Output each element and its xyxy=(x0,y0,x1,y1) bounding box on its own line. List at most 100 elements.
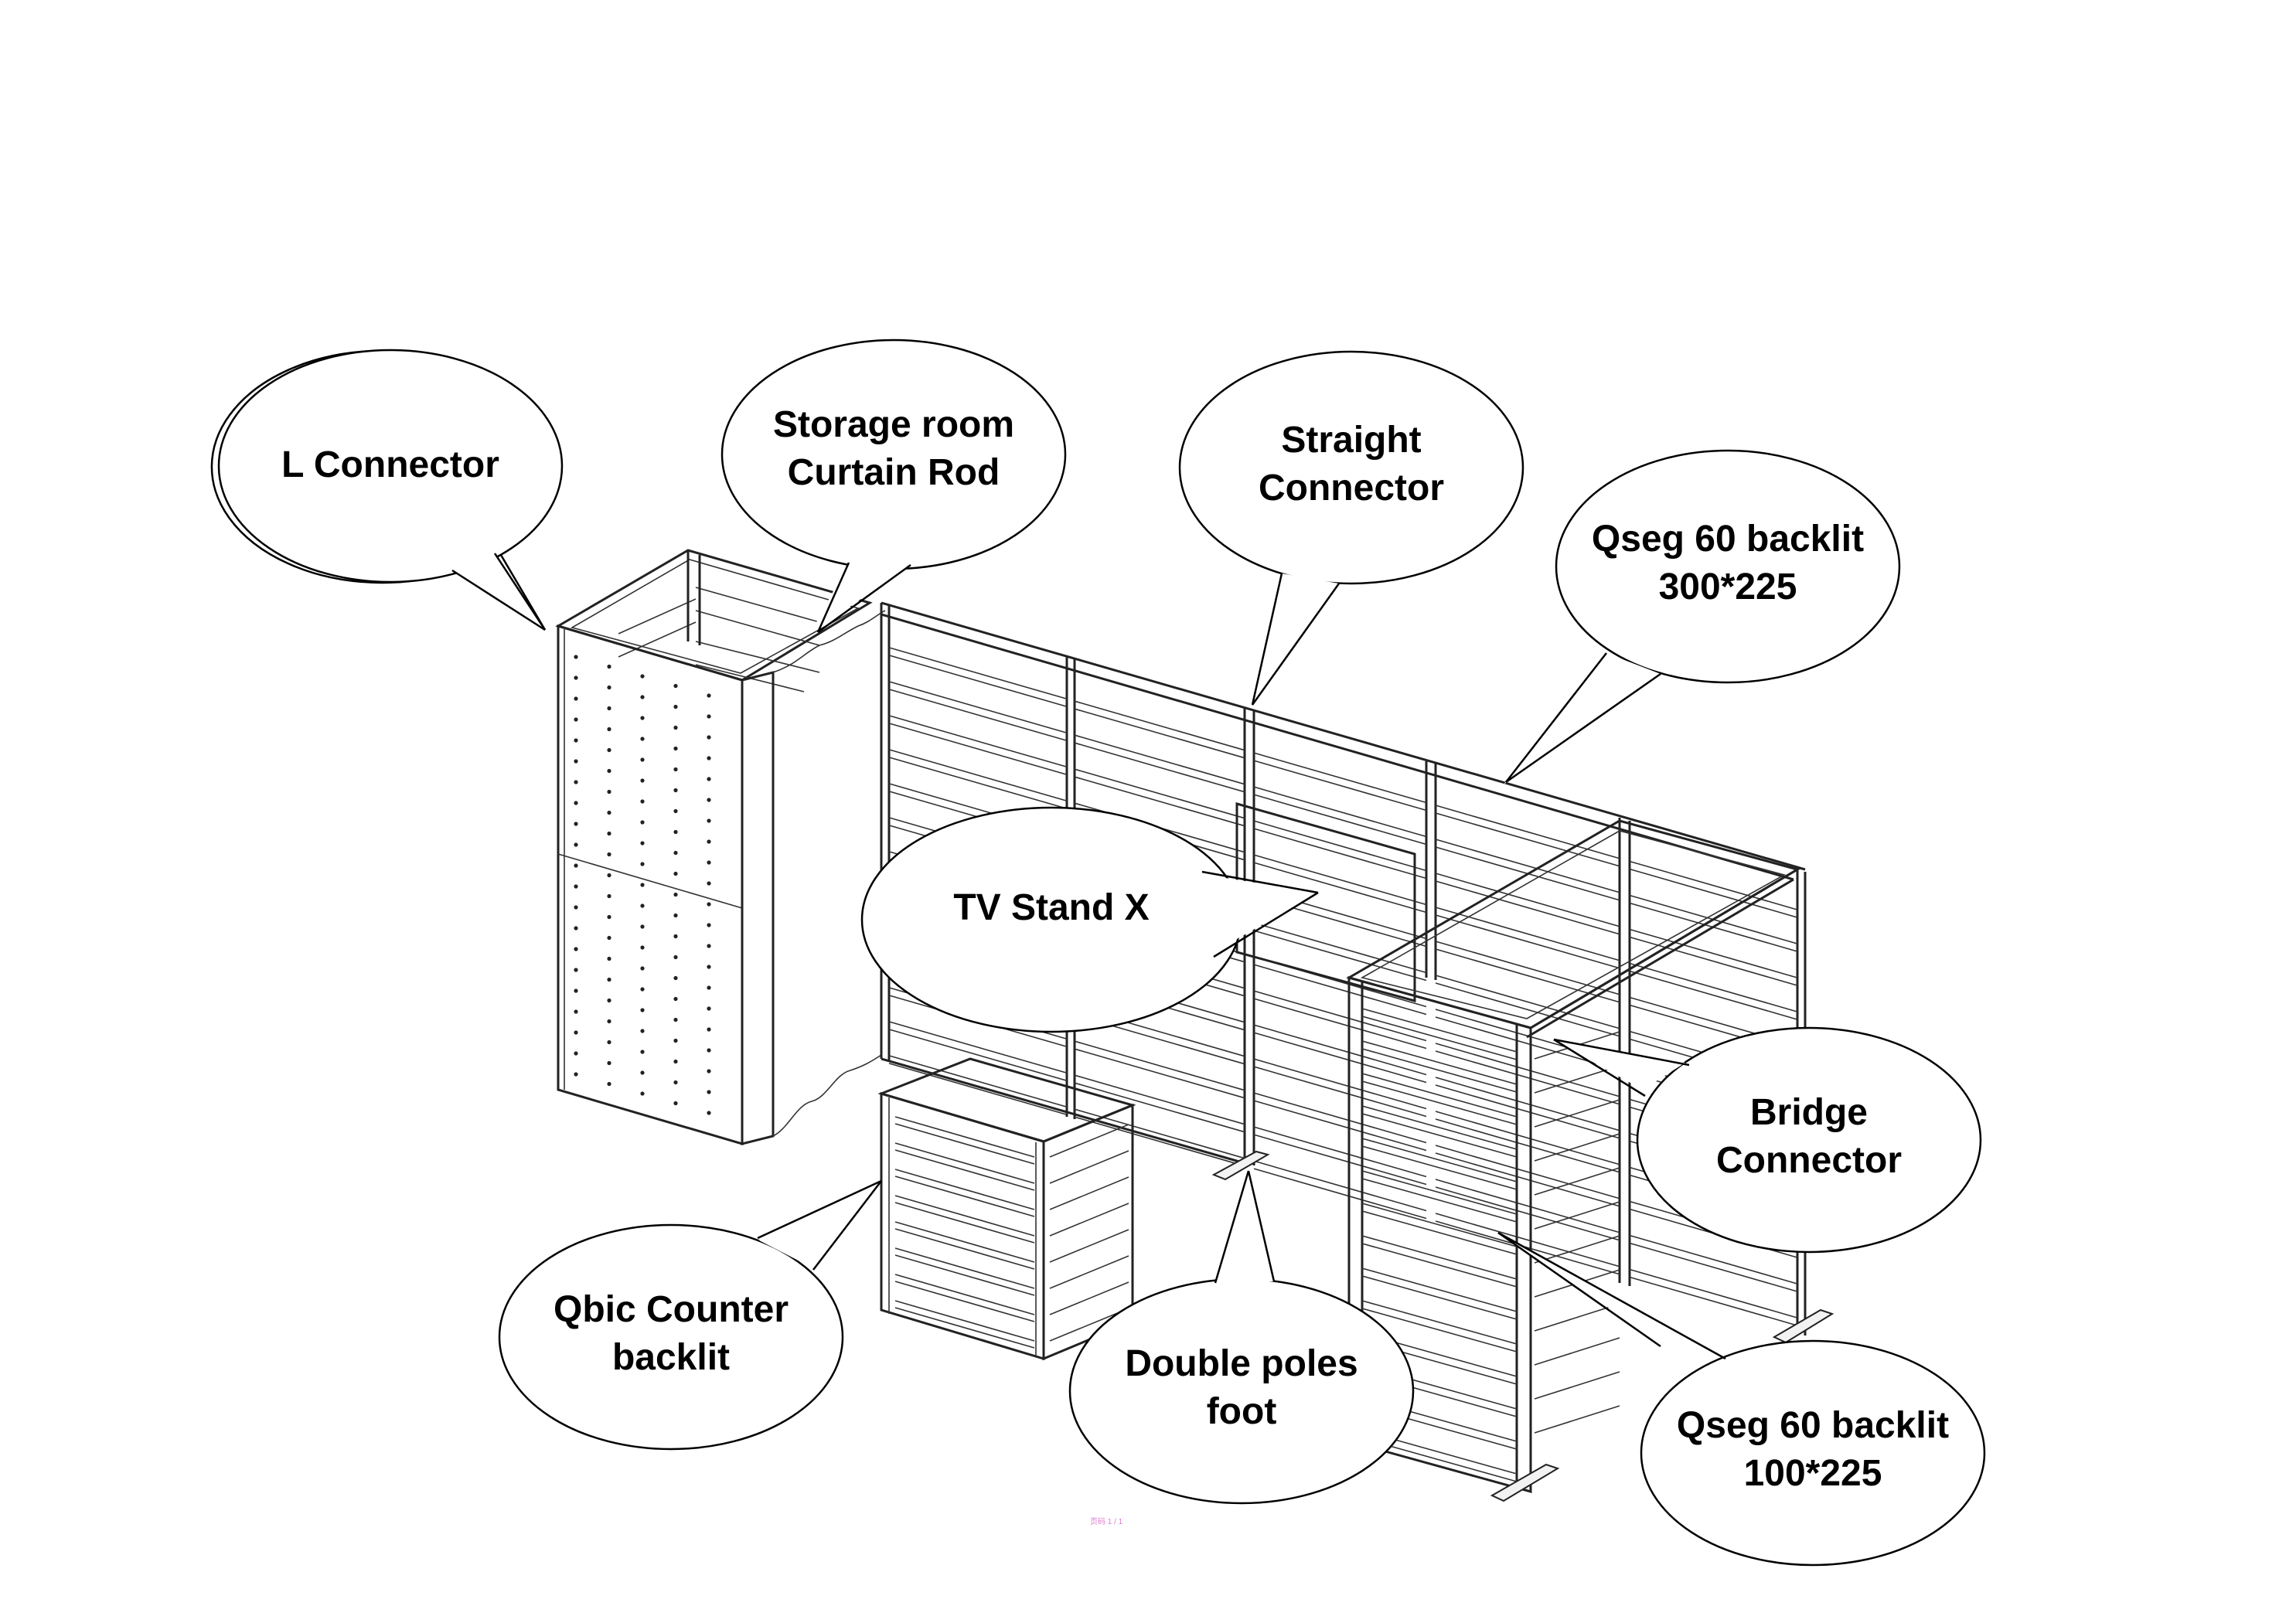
svg-text:Qbic Counter: Qbic Counter xyxy=(554,1289,789,1330)
perforation-dot xyxy=(607,914,611,920)
counter-side-slat xyxy=(1049,1176,1129,1210)
callout-text-double-line2: foot xyxy=(1207,1391,1277,1432)
counter-slat xyxy=(894,1281,1035,1322)
backwall-slat xyxy=(1435,975,1620,1029)
backwall-slat xyxy=(1074,1116,1245,1167)
svg-text:foot: foot xyxy=(1207,1391,1277,1432)
perforation-dot xyxy=(607,831,611,836)
page-mark: 页码 1 / 1 xyxy=(1090,1517,1123,1526)
backwall-slat xyxy=(888,1029,1068,1082)
front-slat xyxy=(1361,1040,1518,1085)
counter-slat xyxy=(894,1116,1035,1158)
backwall-slat xyxy=(1435,880,1620,935)
backwall-slat xyxy=(1253,1100,1427,1152)
backwall-slat xyxy=(1253,1126,1427,1178)
front-slat xyxy=(1361,1008,1518,1053)
backwall-slat xyxy=(1435,839,1620,893)
svg-text:Curtain Rod: Curtain Rod xyxy=(788,452,1000,493)
svg-text:Connector: Connector xyxy=(1716,1140,1902,1181)
svg-text:Qseg 60 backlit: Qseg 60 backlit xyxy=(1592,519,1864,560)
counter-side-slat xyxy=(1049,1150,1129,1184)
backwall-slat xyxy=(1435,982,1620,1037)
counter-slat xyxy=(894,1247,1035,1289)
backwall-slat xyxy=(1435,873,1620,927)
callout-text-storage-line1: Storage room xyxy=(773,404,1014,445)
backwall-slat xyxy=(1074,1082,1245,1133)
backwall-slat xyxy=(1074,1048,1245,1099)
perforation-dot xyxy=(640,966,645,971)
perforation-dot xyxy=(707,839,711,844)
backwall-slat xyxy=(888,655,1068,708)
counter-slat xyxy=(894,1176,1035,1217)
front-slat xyxy=(1361,1016,1518,1060)
backwall-slat xyxy=(888,723,1068,776)
perforation-dot xyxy=(707,944,711,948)
perforation-dot xyxy=(607,1019,611,1024)
storage-room-side-panel xyxy=(741,671,775,1145)
backwall-slat xyxy=(1074,700,1245,751)
perforation-dot xyxy=(673,1080,678,1085)
double-poles-foot-shape xyxy=(1211,1150,1270,1181)
perforation-dot xyxy=(640,987,645,992)
backwall-slat xyxy=(1435,914,1620,969)
perforation-dot xyxy=(607,998,611,1003)
backwall-slat xyxy=(1253,998,1427,1050)
perforation-dot xyxy=(607,893,611,899)
backwall-slat xyxy=(1435,1118,1620,1173)
perforation-dot xyxy=(673,725,678,730)
front-slat xyxy=(1361,1138,1518,1182)
perforation-dot xyxy=(707,1027,711,1032)
backwall-slat xyxy=(1253,964,1427,1016)
backwall-slat xyxy=(1435,1220,1620,1275)
callout-tv-stand-x: TV Stand X xyxy=(860,806,1319,1033)
callout-text-qseg100-line2: 100*225 xyxy=(1744,1453,1882,1494)
backwall-slat xyxy=(1435,1043,1620,1097)
perforation-dot xyxy=(673,913,678,918)
perforation-dot xyxy=(707,818,711,823)
svg-text:Qseg 60 backlit: Qseg 60 backlit xyxy=(1677,1405,1949,1446)
callout-text-double-line1: Double poles xyxy=(1125,1343,1358,1384)
perforation-dot xyxy=(640,674,645,679)
perforation-dot xyxy=(640,1008,645,1012)
backwall-slat xyxy=(1074,768,1245,819)
perforation-dot xyxy=(574,1030,578,1035)
backwall-slat xyxy=(1074,734,1245,785)
perforation-dots xyxy=(574,655,711,1115)
perforation-dot xyxy=(607,768,611,774)
counter-slat xyxy=(894,1142,1035,1184)
callout-qbic-counter: Qbic Counter backlit xyxy=(498,1179,882,1451)
curtain xyxy=(772,610,886,673)
front-foot xyxy=(1490,1463,1560,1502)
perforation-dot xyxy=(607,726,611,732)
perforation-dot xyxy=(673,808,678,814)
counter-slat xyxy=(894,1195,1035,1237)
callout-text-qseg300-line2: 300*225 xyxy=(1659,567,1797,607)
perforation-dot xyxy=(707,777,711,781)
backwall-slat xyxy=(1253,922,1427,974)
front-slat xyxy=(1361,1080,1518,1125)
side-slat xyxy=(1534,1235,1620,1264)
backwall-slat xyxy=(1253,862,1427,914)
front-slat xyxy=(1361,1235,1518,1280)
perforation-dot xyxy=(607,664,611,669)
perforation-dot xyxy=(607,706,611,711)
perforation-dot xyxy=(574,947,578,951)
perforation-dot xyxy=(607,1081,611,1087)
perforation-dot xyxy=(574,968,578,972)
perforation-dot xyxy=(707,985,711,990)
svg-text:TV Stand X: TV Stand X xyxy=(953,887,1149,928)
perforation-dot xyxy=(707,1006,711,1011)
callout-qseg-100: Qseg 60 backlit 100*225 xyxy=(1496,1231,1986,1567)
counter-side-slat xyxy=(1049,1203,1129,1237)
perforation-dot xyxy=(673,788,678,793)
perforation-dot xyxy=(574,988,578,993)
side-slat xyxy=(1534,1371,1620,1400)
perforation-dot xyxy=(607,977,611,982)
backwall-slat xyxy=(1253,1066,1427,1118)
backwall-slat xyxy=(888,715,1068,768)
backwall-slat xyxy=(1074,1074,1245,1125)
svg-text:页码 1 / 1: 页码 1 / 1 xyxy=(1090,1517,1123,1526)
perforation-dot xyxy=(640,945,645,950)
callout-text-tv-stand: TV Stand X xyxy=(953,887,1149,928)
callout-text-qbic-line2: backlit xyxy=(612,1337,730,1378)
